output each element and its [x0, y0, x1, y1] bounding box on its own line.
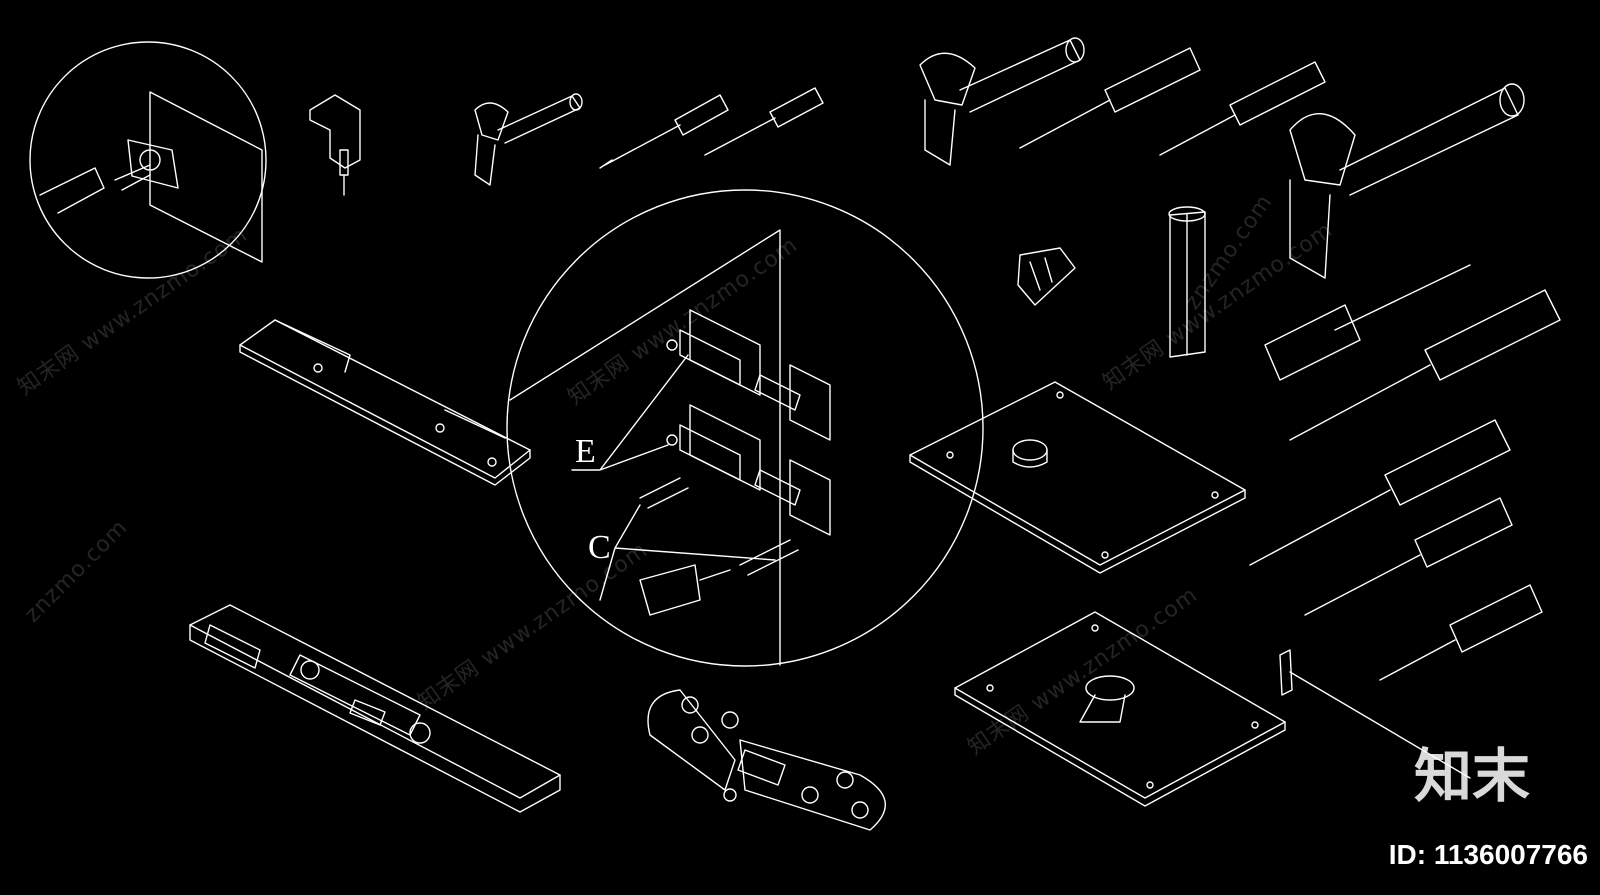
- strip-hinge-part: [239, 319, 531, 486]
- hinge-detail-circle: [506, 189, 984, 667]
- screwdriver-icon-1: [1019, 47, 1201, 149]
- callout-label-e: E: [575, 433, 596, 470]
- drill-bit-icon: [309, 94, 361, 196]
- screwdriver-icon-3: [1264, 264, 1471, 381]
- hammer-icon-medium: [919, 37, 1085, 166]
- hex-post-part: [1168, 206, 1206, 358]
- callout-leaders: [571, 354, 776, 601]
- image-id-label: ID: 1136007766: [1388, 839, 1588, 870]
- slide-bracket-part: [189, 604, 561, 813]
- corner-bracket-part: [1017, 247, 1076, 306]
- flap-hinge-part: [647, 689, 886, 831]
- brand-logo: 知末: [1413, 742, 1530, 810]
- screwdriver-icon-small-1: [599, 94, 729, 169]
- pin-part: [1279, 649, 1471, 779]
- screwdriver-icon-7: [1379, 584, 1543, 681]
- plate-with-knob-part: [909, 381, 1246, 574]
- hammer-icon-small: [474, 93, 583, 186]
- hammer-icon-large: [1289, 83, 1525, 279]
- screwdriver-icon-2: [1159, 61, 1326, 156]
- screwdriver-icon-6: [1304, 497, 1513, 616]
- screwdriver-icon-5: [1249, 419, 1511, 566]
- detail-circle-top-left: [29, 41, 267, 279]
- keyhole-plate-part: [954, 611, 1286, 807]
- screwdriver-icon-4: [1289, 289, 1561, 441]
- screwdriver-icon-small-2: [704, 87, 824, 156]
- callout-label-c: C: [588, 529, 611, 566]
